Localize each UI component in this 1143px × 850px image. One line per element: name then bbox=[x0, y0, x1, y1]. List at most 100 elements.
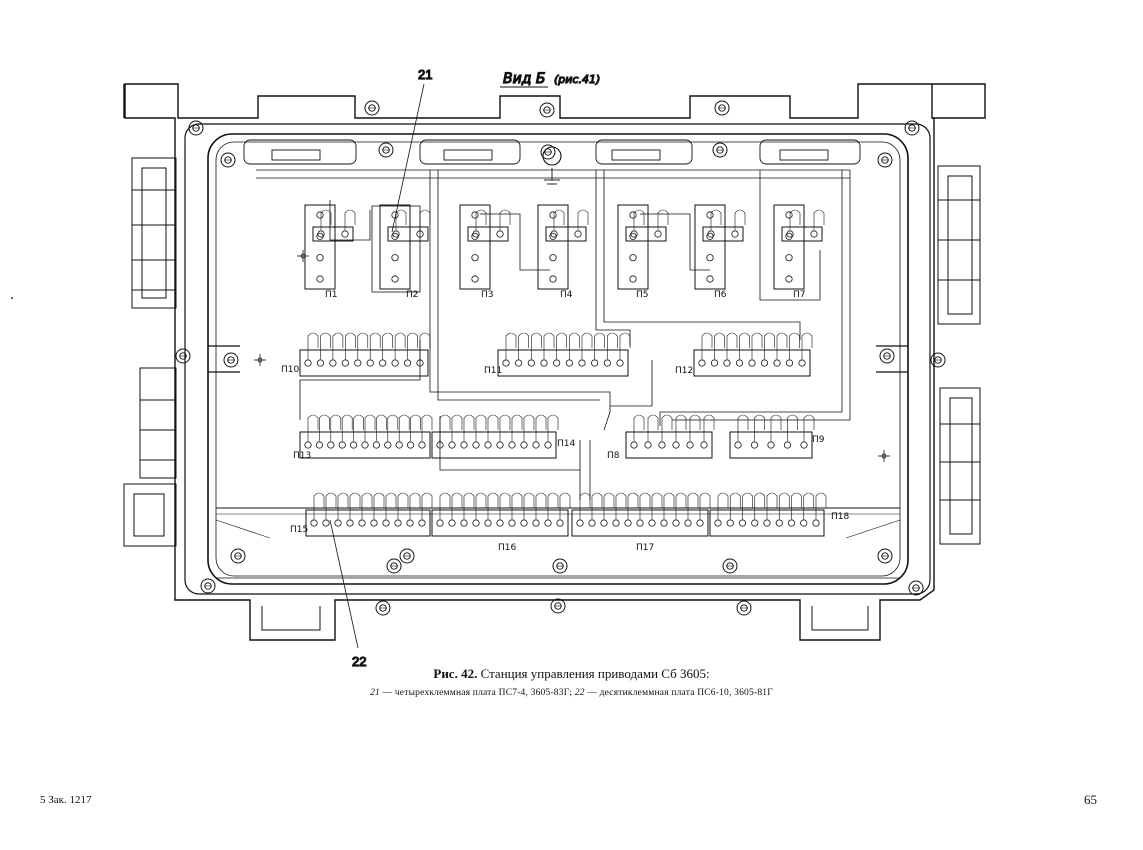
screw bbox=[736, 600, 752, 616]
terminal-stud bbox=[644, 414, 659, 449]
terminal-board bbox=[497, 332, 631, 377]
terminal-stud bbox=[760, 332, 775, 367]
terminal-stud bbox=[436, 414, 451, 449]
fixing-screws bbox=[175, 100, 946, 616]
terminal-stud bbox=[391, 254, 399, 262]
board-label: П2 bbox=[406, 290, 419, 300]
screw bbox=[378, 142, 394, 158]
terminal-stud bbox=[556, 492, 571, 527]
board-label: П4 bbox=[560, 290, 573, 300]
terminal-stud bbox=[775, 492, 790, 527]
terminal-stud bbox=[496, 414, 511, 449]
terminal-board bbox=[467, 209, 511, 242]
callout-22: 22 bbox=[352, 654, 366, 669]
terminal-stud bbox=[472, 492, 487, 527]
screw bbox=[399, 548, 415, 564]
view-title: Вид Б bbox=[503, 71, 545, 87]
callout-21-plate bbox=[371, 205, 421, 293]
terminal-stud bbox=[658, 414, 673, 449]
screw bbox=[714, 100, 730, 116]
terminal-stud bbox=[460, 492, 475, 527]
terminal-stud bbox=[392, 209, 407, 238]
terminal-board bbox=[694, 204, 726, 290]
terminal-stud bbox=[416, 209, 431, 238]
view-reference: (рис.41) bbox=[554, 73, 600, 86]
terminal-stud bbox=[800, 492, 815, 527]
terminal-stud bbox=[515, 332, 529, 367]
terminal-stud bbox=[630, 414, 645, 449]
terminal-board bbox=[312, 209, 356, 242]
terminal-board bbox=[625, 209, 669, 242]
terminal-stud bbox=[578, 332, 593, 367]
terminal-stud bbox=[418, 414, 433, 449]
terminal-stud bbox=[810, 209, 825, 238]
terminal-stud bbox=[786, 209, 801, 238]
terminal-stud bbox=[304, 414, 319, 449]
terminal-stud bbox=[471, 275, 479, 283]
terminal-stud bbox=[629, 211, 637, 219]
terminal-stud bbox=[395, 414, 410, 449]
terminal-stud bbox=[334, 492, 349, 527]
terminal-stud bbox=[329, 332, 344, 367]
terminal-stud bbox=[672, 414, 687, 449]
terminal-stud bbox=[553, 332, 567, 367]
terminal-board bbox=[379, 204, 411, 290]
terminal-stud bbox=[629, 254, 637, 262]
caption-note-21-number: 21 bbox=[370, 688, 380, 698]
terminal-stud bbox=[520, 414, 535, 449]
terminal-stud bbox=[767, 414, 782, 449]
terminal-stud bbox=[370, 492, 385, 527]
terminal-board bbox=[625, 414, 715, 459]
terminal-stud bbox=[471, 254, 479, 262]
terminal-board bbox=[387, 209, 431, 242]
terminal-stud bbox=[763, 492, 778, 527]
terminal-stud bbox=[532, 414, 547, 449]
terminal-stud bbox=[787, 492, 802, 527]
terminal-stud bbox=[735, 332, 750, 367]
terminal-stud bbox=[372, 414, 387, 449]
stray-dot bbox=[11, 297, 13, 299]
board-label: П14 bbox=[557, 439, 575, 449]
terminal-stud bbox=[361, 414, 376, 449]
centre-mark bbox=[254, 354, 266, 366]
terminal-stud bbox=[317, 209, 332, 238]
caption-figure-text: Станция управления приводами Сб 3605: bbox=[480, 666, 710, 681]
figure-caption-title: Рис. 42. Станция управления приводами Сб… bbox=[0, 666, 1143, 682]
terminal-stud bbox=[310, 492, 325, 527]
screw bbox=[386, 558, 402, 574]
right-connectors bbox=[937, 165, 981, 545]
figure-caption-notes: 21 — четырехклеммная плата ПС7-4, 3605-8… bbox=[0, 688, 1143, 698]
terminal-stud bbox=[316, 254, 324, 262]
caption-figure-number: Рис. 42. bbox=[433, 666, 478, 681]
caption-note-22-text: — десятиклеммная плата ПС6-10, 3605-81Г bbox=[587, 688, 773, 698]
board-label: П17 bbox=[636, 543, 654, 553]
board-label: П10 bbox=[281, 365, 299, 375]
screw bbox=[540, 144, 556, 160]
board-label: П3 bbox=[481, 290, 494, 300]
terminal-stud bbox=[731, 209, 746, 238]
terminal-stud bbox=[612, 492, 627, 527]
terminal-board bbox=[693, 332, 813, 377]
terminal-stud bbox=[394, 492, 409, 527]
callout-21: 21 bbox=[418, 67, 432, 82]
terminal-stud bbox=[384, 414, 399, 449]
housing bbox=[123, 83, 986, 641]
caption-note-22-number: 22 bbox=[574, 688, 585, 698]
terminal-stud bbox=[527, 332, 542, 367]
screw bbox=[200, 578, 216, 594]
terminal-stud bbox=[654, 209, 669, 238]
screw bbox=[552, 558, 568, 574]
terminal-stud bbox=[706, 254, 714, 262]
terminal-stud bbox=[349, 414, 364, 449]
terminal-board bbox=[781, 209, 825, 242]
screw bbox=[220, 152, 236, 168]
terminal-stud bbox=[549, 254, 557, 262]
board-label: П11 bbox=[484, 366, 502, 376]
terminal-board bbox=[537, 204, 569, 290]
terminal-board bbox=[431, 492, 571, 537]
terminal-stud bbox=[508, 492, 523, 527]
terminal-board bbox=[571, 492, 711, 537]
terminal-stud bbox=[629, 275, 637, 283]
terminal-stud bbox=[382, 492, 397, 527]
